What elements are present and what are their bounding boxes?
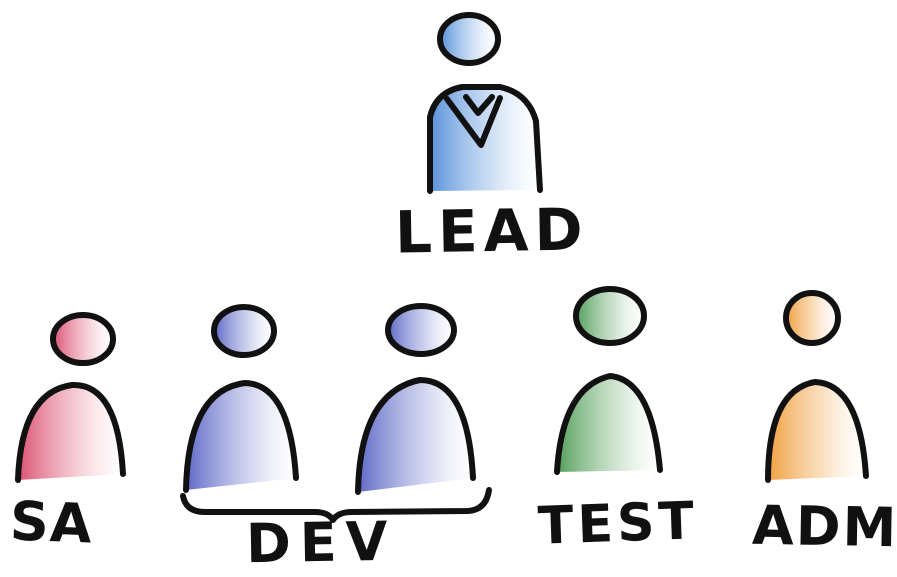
dev-person-icon-2 [355,303,476,495]
test-person-icon [554,286,663,475]
lead-label: LEAD [394,195,590,267]
dev-group-brace [180,487,492,523]
sa-person-icon [15,312,126,483]
adm-person-icon [765,290,869,483]
tie-icon [444,95,503,148]
adm-label: ADM [751,493,897,560]
dev-label: DEV [245,509,398,576]
sa-label: SA [8,489,94,556]
lead-person-icon [427,12,543,194]
test-label: TEST [537,491,699,557]
dev-person-icon-1 [183,304,299,493]
